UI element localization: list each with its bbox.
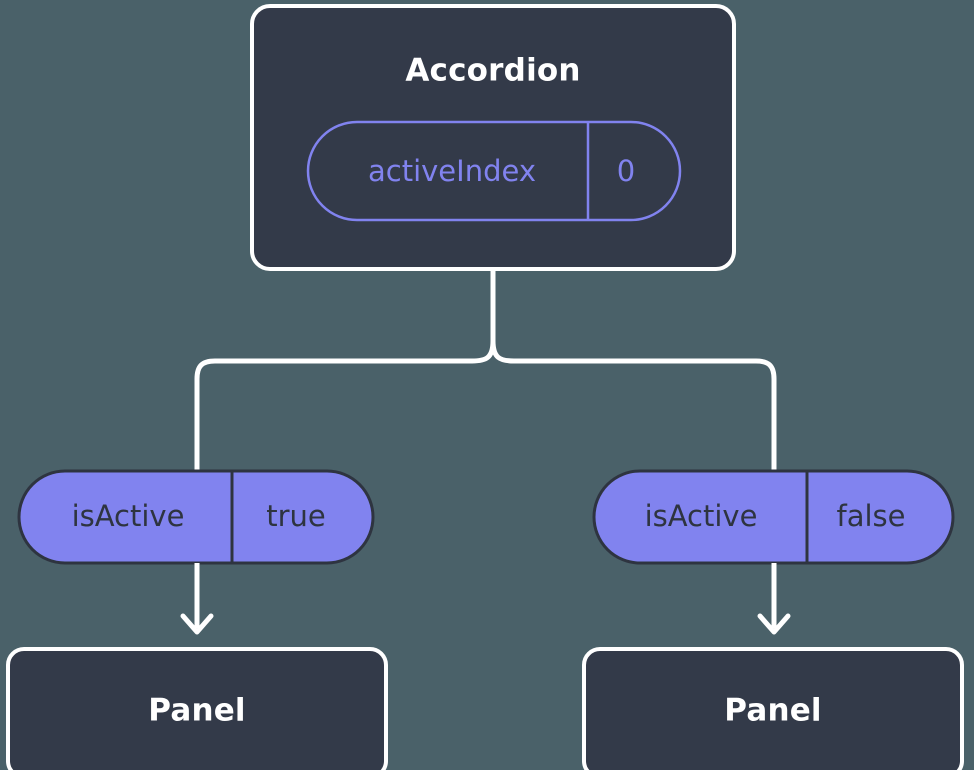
node-panel-right[interactable]: Panel: [582, 647, 964, 770]
pill-is-active-right-value: false: [837, 499, 906, 533]
panel-left-box[interactable]: [6, 647, 388, 770]
pill-active-index-outline[interactable]: [306, 120, 682, 222]
connector-group: [194, 267, 777, 474]
arrow-left-head: [180, 613, 214, 635]
panel-right-title: Panel: [724, 693, 822, 729]
connector-fork-left: [194, 338, 496, 474]
pill-is-active-left-value: true: [266, 499, 326, 533]
node-panel-left[interactable]: Panel: [6, 647, 388, 770]
accordion-box[interactable]: [250, 4, 736, 271]
arrow-right-head: [757, 613, 791, 635]
pill-is-active-right-key: isActive: [645, 499, 758, 533]
pill-is-active-left-key: isActive: [72, 499, 185, 533]
pill-active-index-key: activeIndex: [368, 154, 536, 188]
panel-right-box[interactable]: [582, 647, 964, 770]
node-accordion[interactable]: Accordion activeIndex 0: [250, 4, 736, 271]
pill-is-active-left[interactable]: isActive true: [17, 469, 375, 565]
arrow-left: [180, 563, 214, 635]
arrow-right: [757, 563, 791, 635]
accordion-title: Accordion: [405, 53, 580, 89]
pill-active-index-value: 0: [617, 154, 635, 188]
pill-active-index[interactable]: activeIndex 0: [306, 120, 682, 222]
panel-left-title: Panel: [148, 693, 246, 729]
pill-is-active-right[interactable]: isActive false: [592, 469, 955, 565]
connector-fork-right: [490, 338, 777, 474]
